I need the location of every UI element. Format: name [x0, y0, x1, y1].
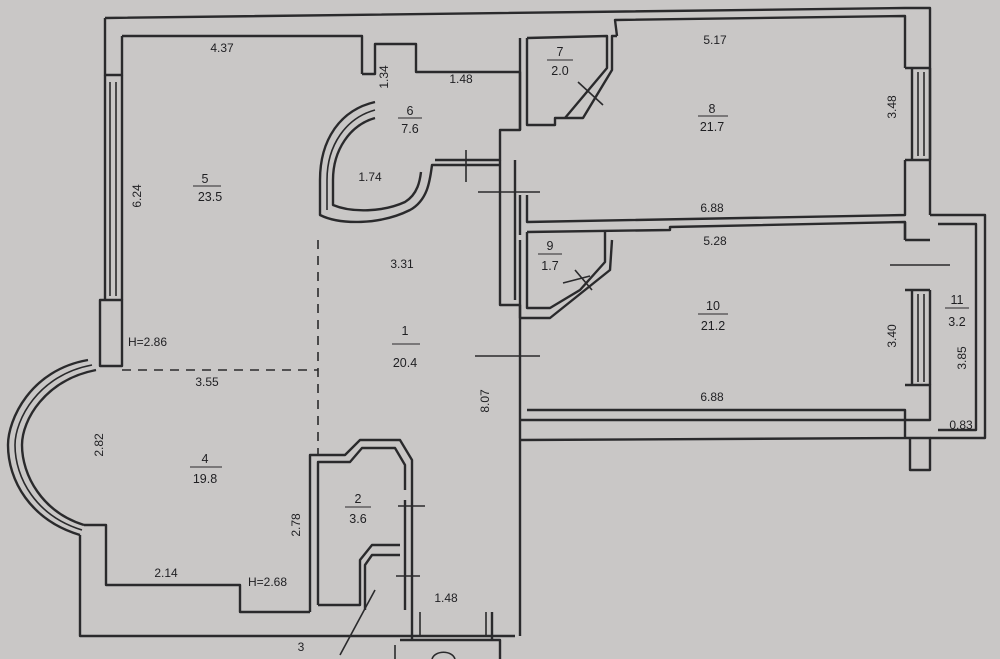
ceiling-height-label: H=2.86 — [128, 335, 167, 349]
room-label-8: 8 21.7 — [698, 102, 728, 134]
room-area: 1.7 — [541, 259, 558, 273]
room-label-5: 5 23.5 — [193, 172, 222, 204]
dimension-label: 3.48 — [885, 95, 899, 119]
room-number: 11 — [951, 293, 964, 307]
room-number: 1 — [402, 324, 409, 338]
dimension-label: 2.82 — [92, 433, 106, 457]
room-area: 7.6 — [401, 122, 418, 136]
room-number: 2 — [355, 492, 362, 506]
ceiling-height-label: H=2.68 — [248, 575, 287, 589]
dimension-label: 6.24 — [130, 184, 144, 208]
dimension-label: 6.88 — [700, 390, 724, 404]
room-area: 20.4 — [393, 356, 417, 370]
dimension-label: 1.48 — [434, 591, 458, 605]
dimension-label: 3.31 — [390, 257, 414, 271]
dimension-label: 3.85 — [955, 346, 969, 370]
room-area: 3.6 — [349, 512, 366, 526]
room-label-11: 11 3.2 — [945, 293, 969, 329]
dimension-label: 4.37 — [210, 41, 234, 55]
room-number: 6 — [407, 104, 414, 118]
dimension-label: 2.14 — [154, 566, 178, 580]
dimension-label: 1.74 — [358, 170, 382, 184]
room-number: 10 — [706, 299, 720, 313]
room-label-2: 2 3.6 — [345, 492, 371, 526]
dashed-partitions — [122, 240, 319, 455]
room-number: 9 — [547, 239, 554, 253]
dimension-label: 6.88 — [700, 201, 724, 215]
room-label-6: 6 7.6 — [398, 104, 422, 136]
room-label-7: 7 2.0 — [547, 45, 573, 78]
room-area: 21.2 — [701, 319, 725, 333]
room-number: 5 — [202, 172, 209, 186]
room-label-3: 3 — [298, 640, 305, 654]
room-label-10: 10 21.2 — [698, 299, 728, 333]
walls — [6, 6, 987, 659]
room-label-9: 9 1.7 — [538, 239, 562, 273]
dimension-label: 1.34 — [377, 65, 391, 89]
dimension-label: 8.07 — [478, 389, 492, 413]
room-number: 7 — [557, 45, 564, 59]
room-number: 8 — [709, 102, 716, 116]
dimension-label: 3.40 — [885, 324, 899, 348]
room-area: 23.5 — [198, 190, 222, 204]
dimension-label: 1.48 — [449, 72, 473, 86]
door-and-tick-marks — [396, 81, 950, 577]
room-area: 2.0 — [551, 64, 568, 78]
room-number: 4 — [202, 452, 209, 466]
dimension-label: 2.78 — [289, 513, 303, 537]
room-label-1: 1 20.4 — [392, 324, 420, 370]
dimension-label: 3.55 — [195, 375, 219, 389]
dimension-label: 5.17 — [703, 33, 727, 47]
room-area: 21.7 — [700, 120, 724, 134]
dimension-label: 0.83 — [949, 418, 973, 432]
room-area: 19.8 — [193, 472, 217, 486]
room-area: 3.2 — [948, 315, 965, 329]
room-label-4: 4 19.8 — [190, 452, 222, 486]
dimension-label: 5.28 — [703, 234, 727, 248]
